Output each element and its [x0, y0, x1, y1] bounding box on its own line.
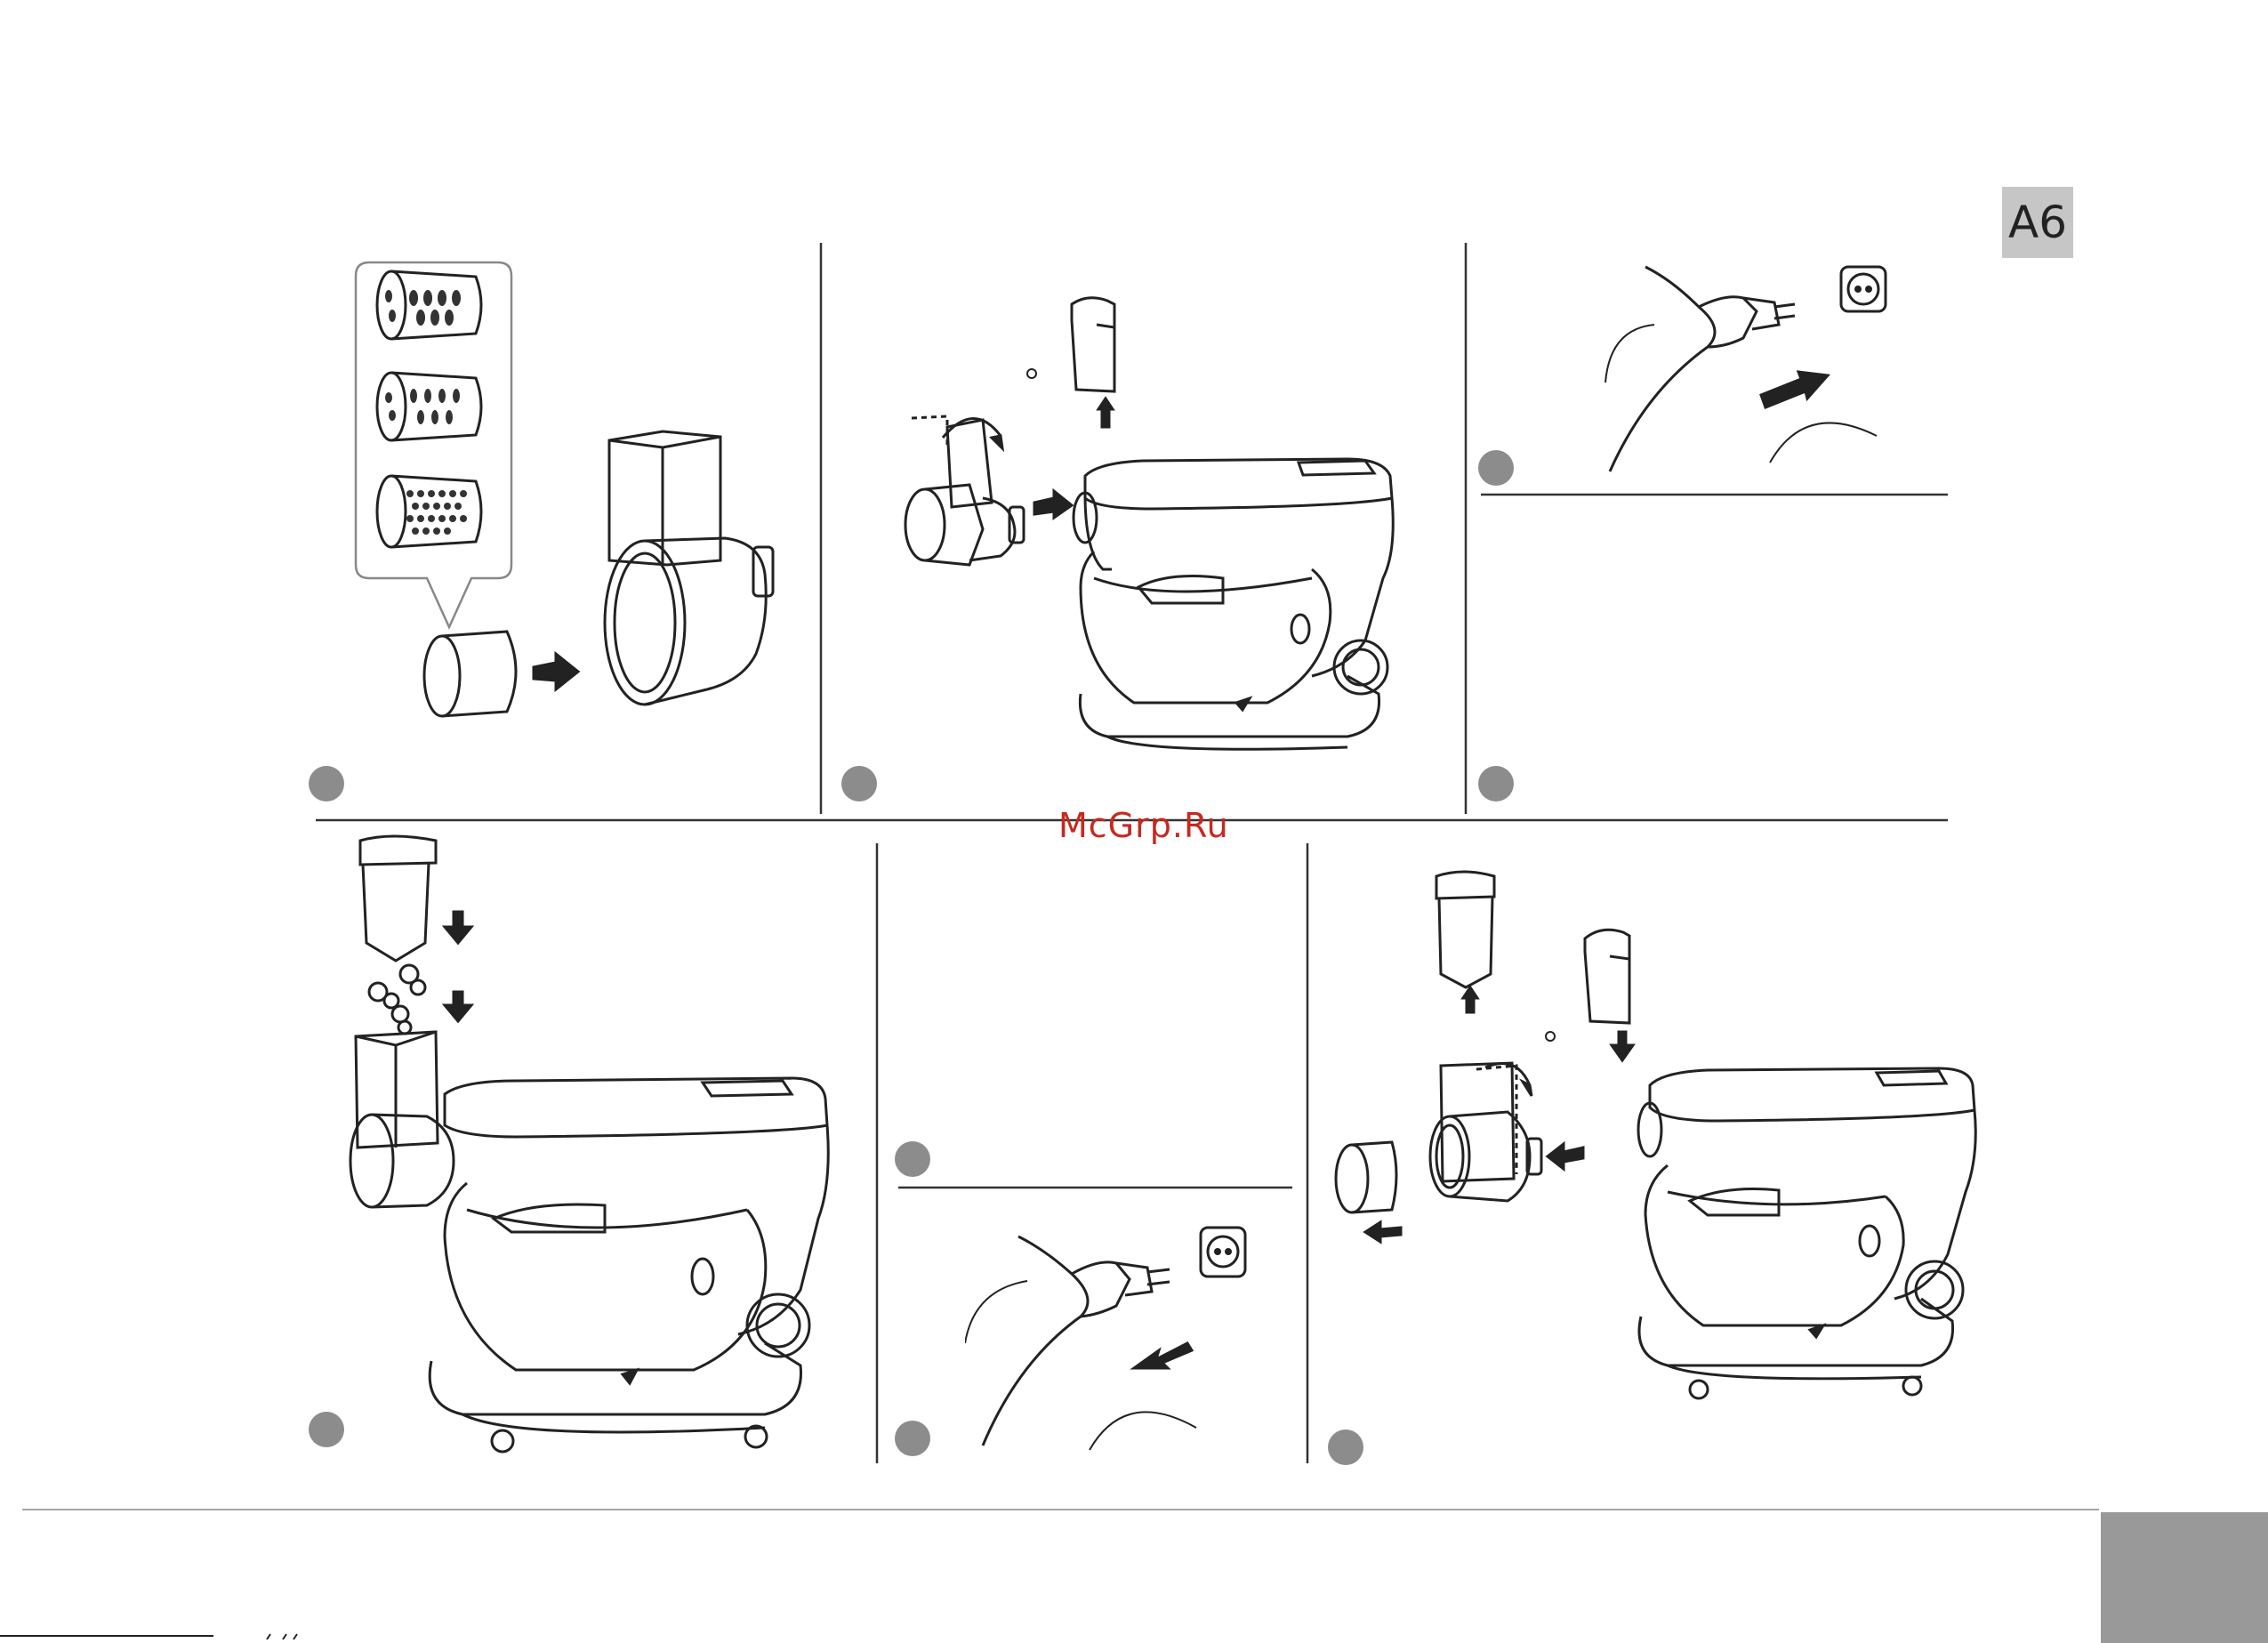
illustration-attach-grater [885, 285, 1419, 765]
corner-block [2101, 1512, 2268, 1643]
footer-marks [0, 1632, 374, 1643]
step-dot-2 [841, 766, 877, 801]
illustration-detach-grater [1325, 863, 1983, 1423]
illustration-unplug [965, 1219, 1267, 1459]
illustration-grater-drums [342, 254, 805, 734]
illustration-plug-in [1592, 258, 1912, 480]
step-dot-4 [1478, 766, 1514, 801]
step-dot-7 [895, 1421, 930, 1456]
step-dot-6 [895, 1141, 930, 1177]
step-dot-3 [1478, 450, 1514, 486]
watermark: McGrp.Ru [1058, 806, 1229, 845]
page-tab: A6 [2002, 187, 2073, 258]
step-dot-1 [309, 766, 344, 801]
illustration-feed-food [320, 827, 854, 1477]
step-dot-8 [1328, 1430, 1363, 1465]
